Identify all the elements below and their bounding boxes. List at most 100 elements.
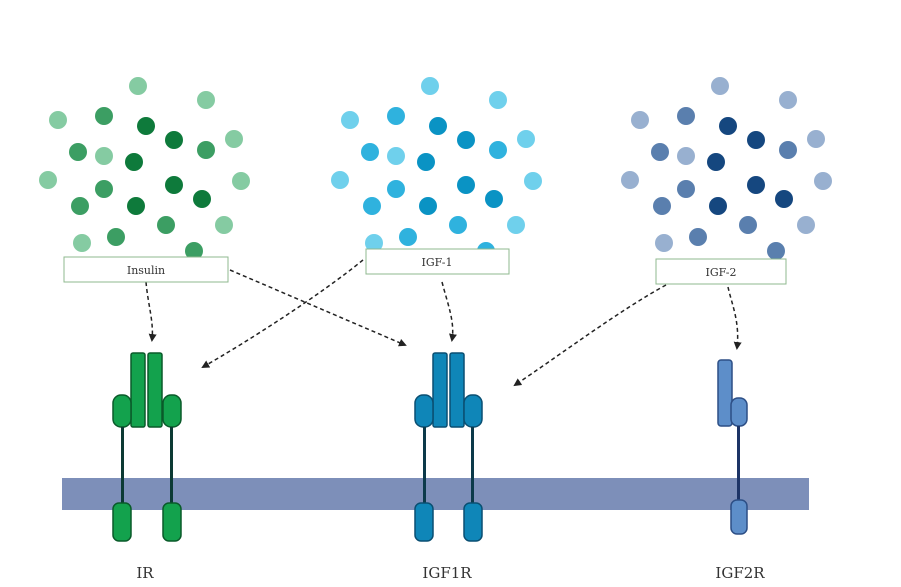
ir-label: IR (136, 564, 154, 582)
igf1-molecule-dot (387, 107, 405, 125)
igf1-molecule-dot (365, 234, 383, 252)
igf1r-intracellular-domain-left (414, 502, 434, 542)
insulin-molecule-dot (215, 216, 233, 234)
igf2-molecule-dot (807, 130, 825, 148)
igf2r-label: IGF2R (715, 564, 765, 582)
igf2-molecule-dot (797, 216, 815, 234)
insulin-molecule-dot (232, 172, 250, 190)
arrow-insulin-to-ir (145, 281, 157, 342)
ir-stem-right (170, 427, 173, 505)
insulin-molecule-dot (197, 141, 215, 159)
igf1-label: IGF-1 (422, 256, 453, 269)
igf2-molecule-dot (621, 171, 639, 189)
igf1r-stem-right (471, 427, 474, 505)
igf1r-alpha-subunit-left (432, 352, 448, 428)
igf2-label: IGF-2 (706, 266, 737, 279)
ir-intracellular-domain-right (162, 502, 182, 542)
igf1r-alpha-subunit-right (449, 352, 465, 428)
insulin-molecule-dot (95, 180, 113, 198)
insulin-molecule-dot (157, 216, 175, 234)
igf2-molecule-dot (775, 190, 793, 208)
igf1-molecule-dot (449, 216, 467, 234)
insulin-molecule-dot (165, 176, 183, 194)
igf1-molecule-dot (387, 180, 405, 198)
igf1r-receptor (414, 352, 483, 542)
insulin-molecule-dot (69, 143, 87, 161)
igf2-molecule-dot (747, 131, 765, 149)
insulin-molecule-dot (95, 107, 113, 125)
igf1-molecule-dot (457, 131, 475, 149)
ir-alpha-subunit-left (130, 352, 146, 428)
igf1-molecule-dot (489, 91, 507, 109)
insulin-molecule-cluster (39, 77, 250, 260)
igf2-molecule-cluster (621, 77, 832, 260)
igf1-molecule-dot (417, 153, 435, 171)
igf1-molecule-dot (507, 216, 525, 234)
igf2-molecule-dot (779, 91, 797, 109)
igf1-molecule-dot (419, 197, 437, 215)
igf2-molecule-dot (677, 107, 695, 125)
ir-side-domain-right (162, 394, 182, 428)
arrow-insulin-to-igf1r (229, 269, 407, 347)
igf2-molecule-dot (655, 234, 673, 252)
insulin-molecule-dot (107, 228, 125, 246)
ir-side-domain-left (112, 394, 132, 428)
binding-arrows (145, 259, 742, 387)
ir-intracellular-domain-left (112, 502, 132, 542)
insulin-molecule-dot (137, 117, 155, 135)
igf2-molecule-dot (689, 228, 707, 246)
igf2-molecule-dot (779, 141, 797, 159)
igf2r-intracellular-domain (730, 499, 748, 535)
arrow-igf2-to-igf1r (513, 284, 667, 387)
igf2-molecule-dot (767, 242, 785, 260)
igf1-molecule-dot (517, 130, 535, 148)
igf2-molecule-dot (651, 143, 669, 161)
igf1-label-box: IGF-1 (365, 248, 510, 275)
igf1r-stem-left (423, 427, 426, 505)
insulin-molecule-dot (225, 130, 243, 148)
igf2-molecule-dot (719, 117, 737, 135)
insulin-molecule-dot (129, 77, 147, 95)
igf1-molecule-dot (363, 197, 381, 215)
ir-receptor (112, 352, 182, 542)
igf2-molecule-dot (814, 172, 832, 190)
igf2-molecule-dot (747, 176, 765, 194)
insulin-molecule-dot (125, 153, 143, 171)
igf2-molecule-dot (631, 111, 649, 129)
igf1-molecule-dot (331, 171, 349, 189)
igf2-molecule-dot (707, 153, 725, 171)
igf2r-stem (737, 426, 740, 502)
insulin-molecule-dot (49, 111, 67, 129)
igf2-molecule-dot (677, 180, 695, 198)
igf1r-side-domain-right (463, 394, 483, 428)
igf2r-receptor (717, 359, 748, 535)
igf1-molecule-dot (387, 147, 405, 165)
igf1-molecule-dot (524, 172, 542, 190)
igf1-molecule-dot (361, 143, 379, 161)
igf1r-label: IGF1R (422, 564, 472, 582)
igf1-molecule-dot (341, 111, 359, 129)
igf2-molecule-dot (709, 197, 727, 215)
insulin-molecule-dot (71, 197, 89, 215)
igf1-molecule-dot (485, 190, 503, 208)
cell-membrane (62, 478, 809, 510)
arrow-igf1-to-igf1r (441, 281, 457, 342)
igf2-molecule-dot (653, 197, 671, 215)
igf1-molecule-dot (489, 141, 507, 159)
insulin-molecule-dot (73, 234, 91, 252)
igf1r-side-domain-left (414, 394, 434, 428)
igf1-molecule-dot (457, 176, 475, 194)
igf1-molecule-dot (399, 228, 417, 246)
arrow-igf2-to-igf2r (727, 286, 742, 350)
igf1r-intracellular-domain-right (463, 502, 483, 542)
insulin-molecule-dot (185, 242, 203, 260)
igf2-molecule-dot (739, 216, 757, 234)
insulin-molecule-dot (193, 190, 211, 208)
insulin-label: Insulin (127, 264, 165, 277)
igf2r-extracellular-domain (717, 359, 733, 427)
insulin-label-box: Insulin (63, 256, 229, 283)
igf2-label-box: IGF-2 (655, 258, 787, 285)
insulin-molecule-dot (39, 171, 57, 189)
igf2-molecule-dot (677, 147, 695, 165)
